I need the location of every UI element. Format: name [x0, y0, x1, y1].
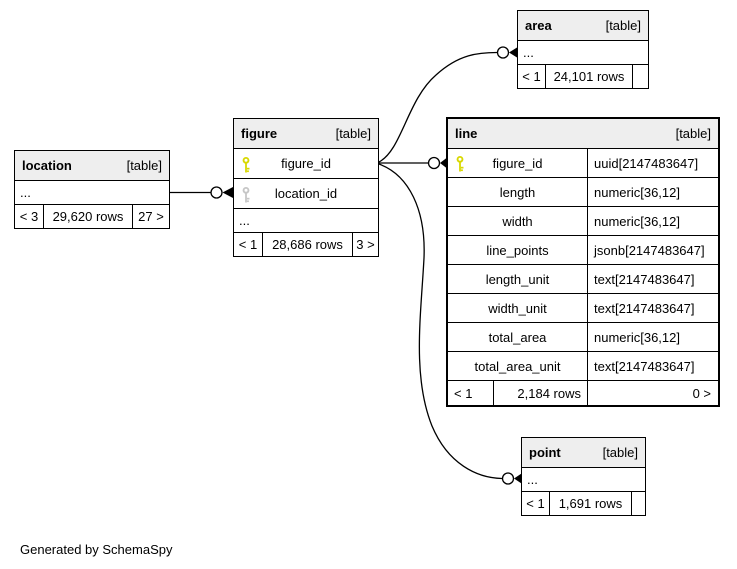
column-name: length_unit [485, 271, 550, 287]
column-name: width_unit [488, 300, 547, 316]
column-type: numeric[36,12] [594, 184, 680, 200]
table-tag: [table] [602, 445, 638, 460]
pager-next[interactable]: 27 > [138, 209, 164, 224]
column-row-width_unit: width_unit text[2147483647] [448, 294, 718, 323]
column-row-line_points: line_points jsonb[2147483647] [448, 236, 718, 265]
table-header-area[interactable]: area [table] [518, 11, 648, 41]
column-name: total_area [488, 329, 547, 345]
column-name: length [499, 184, 536, 200]
column-row-length: length numeric[36,12] [448, 178, 718, 207]
column-row-width: width numeric[36,12] [448, 207, 718, 236]
column-row-figure_id: figure_id [234, 149, 378, 179]
column-type: numeric[36,12] [594, 213, 680, 229]
table-name: area [525, 18, 552, 33]
table-name: point [529, 445, 561, 460]
column-name: line_points [486, 242, 549, 258]
pager-next [632, 492, 645, 515]
column-type: jsonb[2147483647] [594, 242, 705, 258]
edge-figure-line [379, 156, 447, 170]
table-name: figure [241, 126, 278, 141]
column-row-length_unit: length_unit text[2147483647] [448, 265, 718, 294]
table-pager: < 1 2,184 rows 0 > [448, 381, 718, 405]
table-header-point[interactable]: point [table] [522, 438, 645, 468]
row-count: 28,686 rows [263, 233, 353, 256]
table-pager: < 1 1,691 rows [522, 492, 645, 515]
column-row-total_area_unit: total_area_unit text[2147483647] [448, 352, 718, 381]
column-row-total_area: total_area numeric[36,12] [448, 323, 718, 352]
column-name: figure_id [492, 155, 543, 171]
table-node-area[interactable]: area [table] ... < 1 24,101 rows [517, 10, 649, 89]
row-count: 29,620 rows [44, 205, 133, 228]
foreign-key-icon [242, 186, 250, 202]
column-type: text[2147483647] [594, 300, 695, 316]
column-row-figure_id: figure_id uuid[2147483647] [448, 149, 718, 178]
primary-key-icon [456, 156, 464, 172]
edge-figure-point [378, 163, 522, 485]
hidden-columns-row: ... [518, 41, 648, 65]
table-header-location[interactable]: location [table] [15, 151, 169, 181]
row-count: 24,101 rows [546, 65, 633, 88]
column-name: width [502, 213, 533, 229]
table-tag: [table] [126, 158, 162, 173]
table-node-figure[interactable]: figure [table] figure_id location_id ...… [233, 118, 379, 257]
table-header-figure[interactable]: figure [table] [234, 119, 378, 149]
table-tag: [table] [675, 126, 711, 141]
table-name: line [455, 126, 478, 141]
table-node-point[interactable]: point [table] ... < 1 1,691 rows [521, 437, 646, 516]
table-pager: < 1 28,686 rows 3 > [234, 233, 378, 256]
pager-prev[interactable]: < 1 [234, 233, 263, 256]
generated-by-note: Generated by SchemaSpy [20, 542, 173, 557]
table-tag: [table] [335, 126, 371, 141]
hidden-columns-row: ... [234, 209, 378, 233]
column-type: text[2147483647] [594, 358, 695, 374]
column-type: text[2147483647] [594, 271, 695, 287]
table-tag: [table] [605, 18, 641, 33]
table-node-location[interactable]: location [table] ... < 3 29,620 rows 27 … [14, 150, 170, 229]
pager-prev[interactable]: < 1 [518, 65, 546, 88]
pager-next [633, 65, 648, 88]
pager-prev[interactable]: < 1 [448, 381, 494, 405]
column-type: numeric[36,12] [594, 329, 680, 345]
hidden-columns-row: ... [522, 468, 645, 492]
table-header-line[interactable]: line [table] [448, 119, 718, 149]
pager-prev[interactable]: < 1 [522, 492, 550, 515]
edge-figure-area [378, 46, 517, 163]
row-count: 2,184 rows [494, 381, 588, 405]
primary-key-icon [242, 156, 250, 172]
column-name: total_area_unit [474, 358, 561, 374]
column-type: uuid[2147483647] [594, 155, 699, 171]
table-pager: < 3 29,620 rows 27 > [15, 205, 169, 228]
column-row-location_id: location_id [234, 179, 378, 209]
column-name: figure_id [281, 156, 331, 171]
hidden-columns-row: ... [15, 181, 169, 205]
pager-prev[interactable]: < 3 [15, 205, 44, 228]
table-pager: < 1 24,101 rows [518, 65, 648, 88]
column-name: location_id [274, 186, 338, 201]
row-count: 1,691 rows [550, 492, 632, 515]
table-node-line[interactable]: line [table] figure_id uuid[2147483647] … [446, 117, 720, 407]
table-name: location [22, 158, 72, 173]
edge-location-figure [170, 186, 233, 199]
pager-next[interactable]: 0 > [692, 385, 711, 401]
pager-next[interactable]: 3 > [356, 237, 375, 252]
